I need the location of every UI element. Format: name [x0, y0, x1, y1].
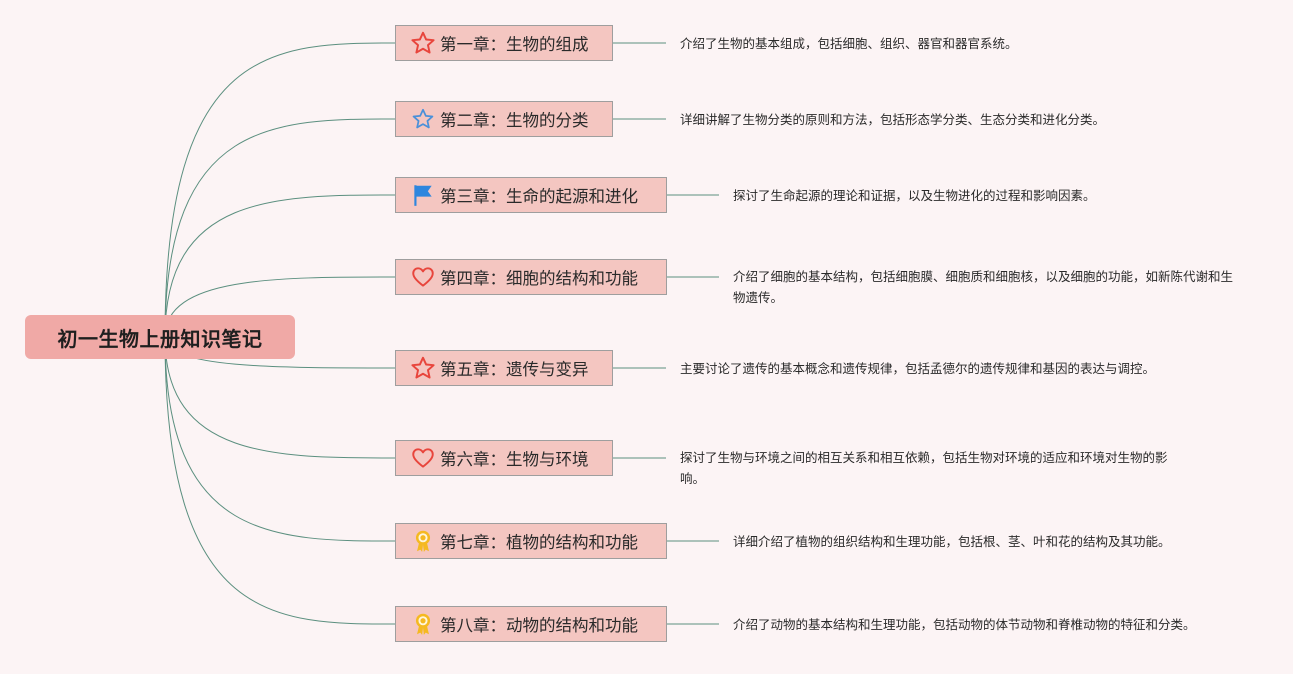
chapter-description: 详细介绍了植物的组织结构和生理功能，包括根、茎、叶和花的结构及其功能。 — [733, 533, 1171, 549]
red-heart-icon — [410, 264, 436, 290]
red-star-icon — [410, 355, 436, 381]
branch-connector — [164, 118, 396, 338]
red-heart-icon — [410, 445, 436, 471]
blue-star-icon — [410, 106, 436, 132]
branch-connector — [164, 42, 396, 338]
chapter-description: 介绍了细胞的基本结构，包括细胞膜、细胞质和细胞核，以及细胞的功能，如新陈代谢和生… — [733, 269, 1234, 305]
chapter-topic[interactable]: 第七章：植物的结构和功能 — [395, 523, 667, 559]
chapter-topic[interactable]: 第五章：遗传与变异 — [395, 350, 613, 386]
branch-connector — [164, 336, 396, 542]
chapter-topic[interactable]: 第二章：生物的分类 — [395, 101, 613, 137]
chapter-description: 详细讲解了生物分类的原则和方法，包括形态学分类、生态分类和进化分类。 — [680, 111, 1106, 127]
chapter-description: 主要讨论了遗传的基本概念和遗传规律，包括孟德尔的遗传规律和基因的表达与调控。 — [680, 360, 1156, 376]
chapter-topic[interactable]: 第四章：细胞的结构和功能 — [395, 259, 667, 295]
chapter-label: 第一章：生物的组成 — [440, 35, 589, 54]
root-topic[interactable]: 初一生物上册知识笔记 — [25, 315, 295, 359]
chapter-topic[interactable]: 第八章：动物的结构和功能 — [395, 606, 667, 642]
chapter-topic[interactable]: 第三章：生命的起源和进化 — [395, 177, 667, 213]
branch-connector — [164, 194, 396, 338]
chapter-label: 第五章：遗传与变异 — [440, 360, 589, 379]
chapter-label: 第六章：生物与环境 — [440, 450, 589, 469]
chapter-label: 第八章：动物的结构和功能 — [440, 616, 638, 635]
branch-connector — [164, 336, 396, 625]
chapter-description: 介绍了生物的基本组成，包括细胞、组织、器官和器官系统。 — [680, 35, 1018, 51]
chapter-topic[interactable]: 第六章：生物与环境 — [395, 440, 613, 476]
chapter-label: 第三章：生命的起源和进化 — [440, 187, 638, 206]
chapter-description: 探讨了生命起源的理论和证据，以及生物进化的过程和影响因素。 — [733, 187, 1096, 203]
chapter-description: 介绍了动物的基本结构和生理功能，包括动物的体节动物和脊椎动物的特征和分类。 — [733, 616, 1196, 632]
gold-medal-icon — [410, 528, 436, 554]
chapter-label: 第七章：植物的结构和功能 — [440, 533, 638, 552]
chapter-topic[interactable]: 第一章：生物的组成 — [395, 25, 613, 61]
chapter-label: 第二章：生物的分类 — [440, 111, 589, 130]
red-star-icon — [410, 30, 436, 56]
gold-medal-icon — [410, 611, 436, 637]
blue-flag-icon — [410, 182, 436, 208]
chapter-label: 第四章：细胞的结构和功能 — [440, 269, 638, 288]
branch-connector — [164, 336, 396, 459]
chapter-description: 探讨了生物与环境之间的相互关系和相互依赖，包括生物对环境的适应和环境对生物的影响… — [680, 450, 1168, 486]
